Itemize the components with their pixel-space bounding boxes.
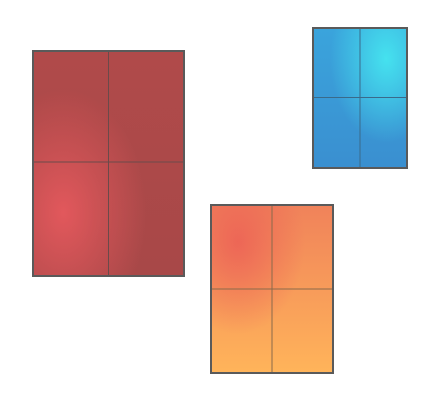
red-panel-border [32,50,185,277]
red-panel [32,50,185,277]
blue-panel-border [312,27,408,169]
orange-panel-border [210,204,334,374]
orange-panel [210,204,334,374]
blue-panel [312,27,408,169]
